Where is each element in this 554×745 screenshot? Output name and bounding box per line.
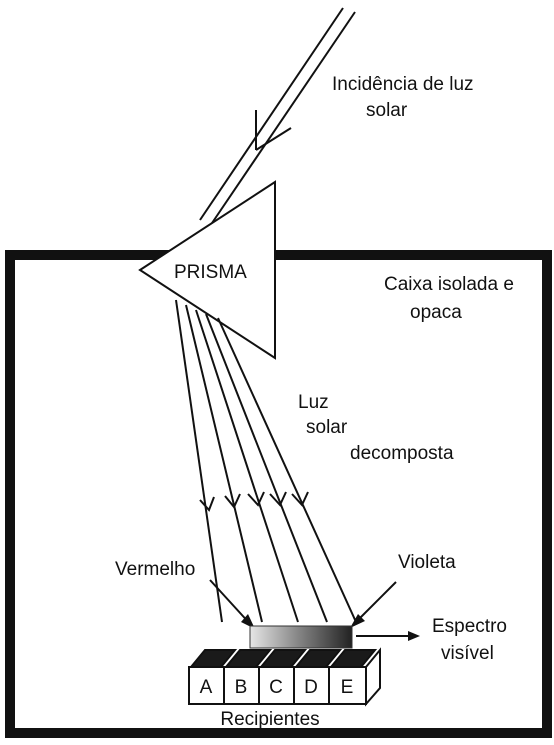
containers-caption: Recipientes xyxy=(220,709,319,730)
box-label-line1: Caixa isolada e xyxy=(384,274,514,295)
container-a xyxy=(188,666,225,705)
ray-2 xyxy=(185,304,263,623)
ray-5 xyxy=(217,317,357,623)
container-c xyxy=(258,666,295,705)
decomposed-light-rays xyxy=(175,299,357,623)
ray-4-arrow xyxy=(269,491,287,507)
ray-1-arrow xyxy=(199,496,215,512)
decomposed-label-line1: Luz xyxy=(298,392,329,413)
sunlight-label-line1: Incidência de luz xyxy=(332,74,474,95)
incident-sunlight-beam xyxy=(199,7,356,227)
opaque-box xyxy=(5,250,552,738)
ray-5-arrow xyxy=(291,491,309,507)
container-e xyxy=(328,666,367,705)
ray-2-arrow xyxy=(224,493,241,509)
container-label-a: A xyxy=(200,677,213,698)
decomposed-label-line3: decomposta xyxy=(350,443,454,464)
container-label-c: C xyxy=(269,677,283,698)
containers-group xyxy=(188,647,381,707)
decomposed-label-line2: solar xyxy=(306,417,348,438)
prism xyxy=(138,180,276,360)
ray-1 xyxy=(175,299,223,623)
spectrum-label-line1: Espectro xyxy=(432,616,507,637)
violet-pointer-arrow xyxy=(350,581,397,628)
prism-label: PRISMA xyxy=(174,262,247,283)
spectrum-label-line2: visível xyxy=(441,643,494,664)
red-label: Vermelho xyxy=(115,559,195,580)
box-label-line2: opaca xyxy=(410,302,462,323)
ray-3-arrow xyxy=(247,491,265,507)
ray-4 xyxy=(205,313,328,623)
container-label-e: E xyxy=(341,677,354,698)
sunlight-label-line2: solar xyxy=(366,100,408,121)
spectrum-pointer-arrow xyxy=(356,631,420,641)
sunlight-arrowhead-right xyxy=(255,127,292,151)
visible-spectrum-strip xyxy=(249,625,353,649)
red-pointer-arrow xyxy=(209,579,255,629)
violet-label: Violeta xyxy=(398,552,456,573)
container-label-b: B xyxy=(235,677,248,698)
container-label-d: D xyxy=(304,677,318,698)
ray-3 xyxy=(195,309,299,623)
